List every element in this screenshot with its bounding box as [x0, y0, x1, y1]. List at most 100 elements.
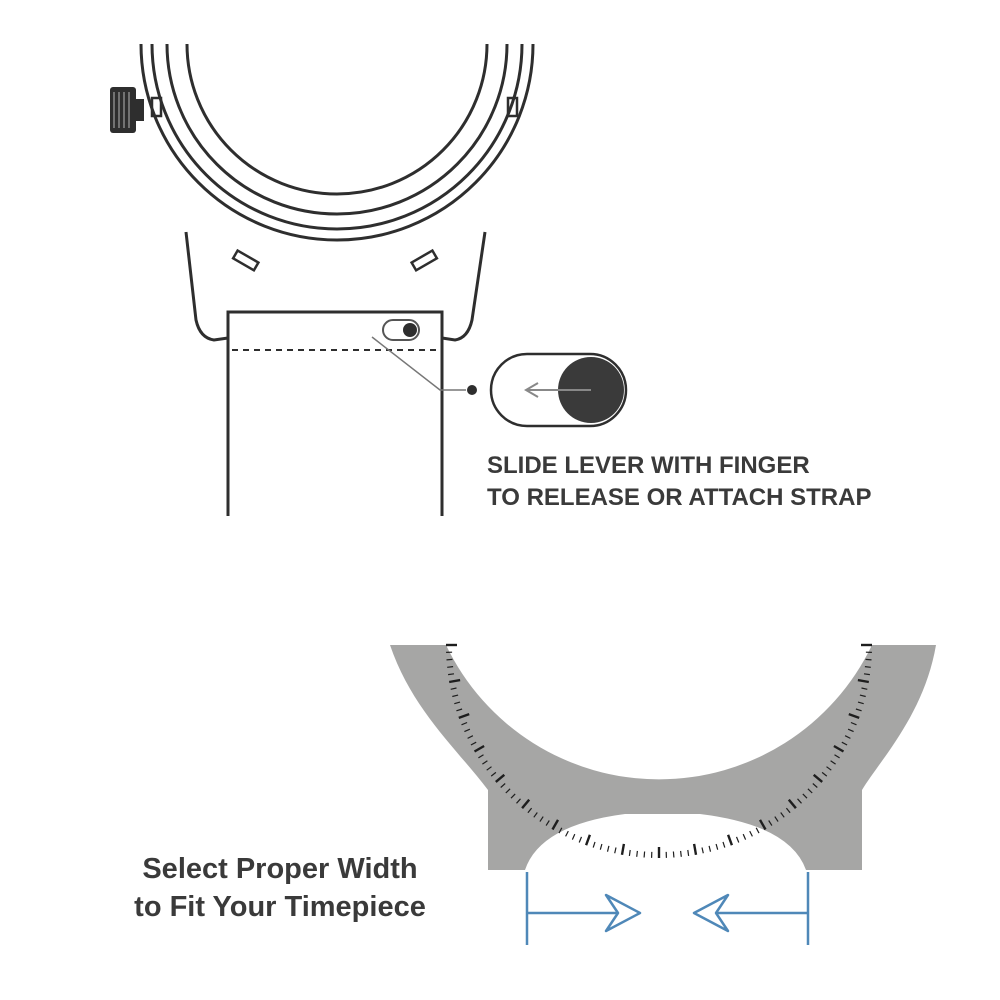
lever-zoom[interactable] — [489, 352, 628, 428]
dial-tick — [855, 708, 862, 712]
dial-tick — [680, 850, 682, 857]
width-indicator — [525, 872, 810, 945]
dial-tick — [486, 766, 492, 771]
dial-tick — [643, 851, 646, 858]
dial-tick — [774, 816, 779, 822]
dial-tick — [636, 850, 638, 857]
dial-tick — [558, 827, 563, 834]
callout-line — [371, 336, 466, 391]
dial-tick — [701, 847, 704, 854]
middle-bezel — [150, 43, 524, 231]
dial-tick — [848, 712, 860, 720]
dial-tick — [495, 773, 506, 783]
dial-tick — [516, 798, 521, 804]
dial-tick — [527, 807, 533, 814]
strap — [226, 310, 444, 516]
notch-right — [506, 96, 519, 118]
dial-tick — [850, 721, 857, 726]
slide-arrow-head — [524, 382, 539, 398]
dial-tick — [452, 694, 459, 698]
dial-tick — [833, 744, 845, 753]
dial-tick — [830, 760, 836, 765]
dial-tick — [614, 847, 617, 854]
outer-bezel — [139, 43, 535, 242]
dial-tick — [450, 687, 457, 690]
dial-tick — [578, 836, 583, 843]
width-instruction: Select Proper Width to Fit Your Timepiec… — [105, 850, 455, 926]
dial-tick — [628, 849, 631, 856]
dial-tick — [620, 843, 626, 856]
crown-icon — [110, 87, 144, 133]
dial-tick — [533, 812, 538, 818]
right-lug — [441, 231, 487, 342]
dial-tick — [606, 845, 610, 852]
dial-tick — [715, 843, 719, 850]
dial-tick — [834, 754, 840, 759]
dial-tick — [456, 708, 463, 712]
dial-tick — [742, 833, 747, 840]
dial-tick — [735, 836, 740, 843]
arrow-right-icon — [604, 893, 642, 933]
dial-tick — [861, 687, 868, 690]
dial-tick — [500, 783, 506, 788]
dial-tick — [758, 819, 767, 831]
watch-case-section — [390, 645, 936, 870]
dial-tick — [768, 820, 773, 826]
dial-tick — [865, 658, 872, 661]
dial-tick — [692, 843, 698, 856]
dial-tick — [446, 658, 453, 661]
dial-tick — [844, 735, 851, 739]
dial-tick — [470, 741, 477, 746]
width-instruction-line2: to Fit Your Timepiece — [134, 891, 426, 923]
dial-tick — [787, 798, 797, 809]
dial-tick — [708, 845, 712, 852]
dial-tick — [780, 812, 785, 818]
dial-tick — [797, 798, 802, 804]
dial-tick — [857, 678, 870, 684]
small-lever-knob — [403, 323, 417, 337]
dial-tick — [821, 771, 828, 777]
dial-tick — [510, 793, 516, 799]
dial-tick — [859, 694, 866, 698]
dial-tick — [687, 849, 690, 856]
dial-tick — [785, 807, 791, 814]
dial-tick — [599, 843, 603, 850]
dial-tick — [726, 834, 734, 846]
dial-tick — [841, 741, 848, 746]
dial-tick — [864, 666, 871, 668]
dial-tick — [473, 744, 485, 753]
dial-tick — [755, 827, 760, 834]
lever-instruction-line1: SLIDE LEVER WITH FINGER — [487, 452, 810, 479]
dial-tick — [863, 673, 870, 676]
dial-tick — [454, 701, 461, 705]
inner-bezel — [165, 43, 509, 216]
dial-tick — [448, 673, 455, 676]
dial-tick — [545, 820, 550, 826]
dial-tick — [584, 834, 592, 846]
notch-bottom-left — [231, 248, 261, 273]
dial-tick — [461, 721, 468, 726]
dial-tick — [551, 819, 560, 831]
dial-tick — [812, 773, 823, 783]
dial-tick — [448, 678, 461, 684]
dial-tick — [521, 798, 531, 809]
dial-tick — [478, 754, 484, 759]
dial-tick — [749, 830, 753, 837]
dial-tick — [812, 783, 818, 788]
watch-outline — [139, 43, 535, 342]
notch-left — [150, 96, 163, 118]
dial-ticks — [446, 643, 872, 858]
dial-tick — [539, 816, 544, 822]
dial-tick — [826, 766, 832, 771]
dial-tick — [592, 841, 596, 848]
dial-tick — [571, 833, 576, 840]
callout-dot — [467, 385, 477, 395]
dial-tick — [672, 851, 675, 858]
dial-tick — [722, 841, 726, 848]
dial-tick — [847, 728, 854, 733]
dial-tick — [857, 701, 864, 705]
dial-tick — [490, 771, 497, 777]
notch-bottom-right — [409, 248, 439, 273]
dial-tick — [802, 793, 808, 799]
